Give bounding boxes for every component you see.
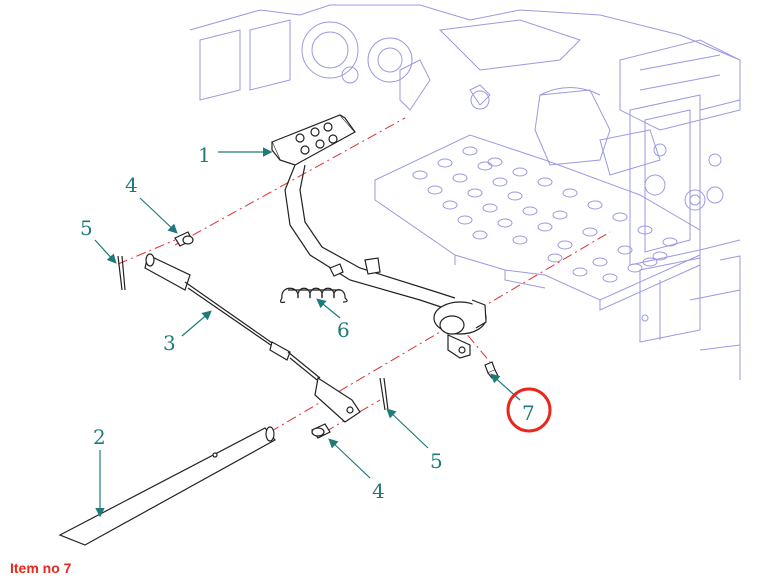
callout-7[interactable]: 7 (522, 401, 535, 425)
callout-6[interactable]: 6 (337, 318, 350, 342)
pin-4-upper (174, 231, 194, 247)
parts (58, 114, 499, 546)
exploded-parts-diagram: 1 2 3 4 4 5 5 6 7 (58, 4, 741, 546)
callout-3[interactable]: 3 (163, 331, 176, 355)
highlight-circle (506, 387, 552, 433)
callout-4-lower[interactable]: 4 (372, 479, 385, 503)
cotter-pin-5-lower (379, 377, 389, 411)
callout-1[interactable]: 1 (198, 143, 211, 167)
brake-pedal (271, 114, 487, 359)
fitting-7 (484, 361, 499, 379)
rod-2 (58, 426, 276, 546)
leader-lines (94, 147, 521, 518)
pin-4-lower (311, 423, 331, 439)
callout-5-upper[interactable]: 5 (80, 216, 93, 240)
assembly-centerlines (117, 117, 611, 433)
spring-6 (279, 287, 348, 304)
background-machine-frame (189, 4, 741, 380)
cotter-pin-5-upper (117, 255, 126, 291)
callout-labels: 1 2 3 4 4 5 5 6 7 (80, 143, 535, 503)
callout-2[interactable]: 2 (93, 425, 106, 449)
linkage-rod-3 (144, 253, 361, 423)
callout-5-lower[interactable]: 5 (430, 449, 443, 473)
callout-4-upper[interactable]: 4 (125, 173, 138, 197)
selected-item-caption: Item no 7 (10, 560, 72, 576)
footplate-holes (412, 146, 678, 283)
